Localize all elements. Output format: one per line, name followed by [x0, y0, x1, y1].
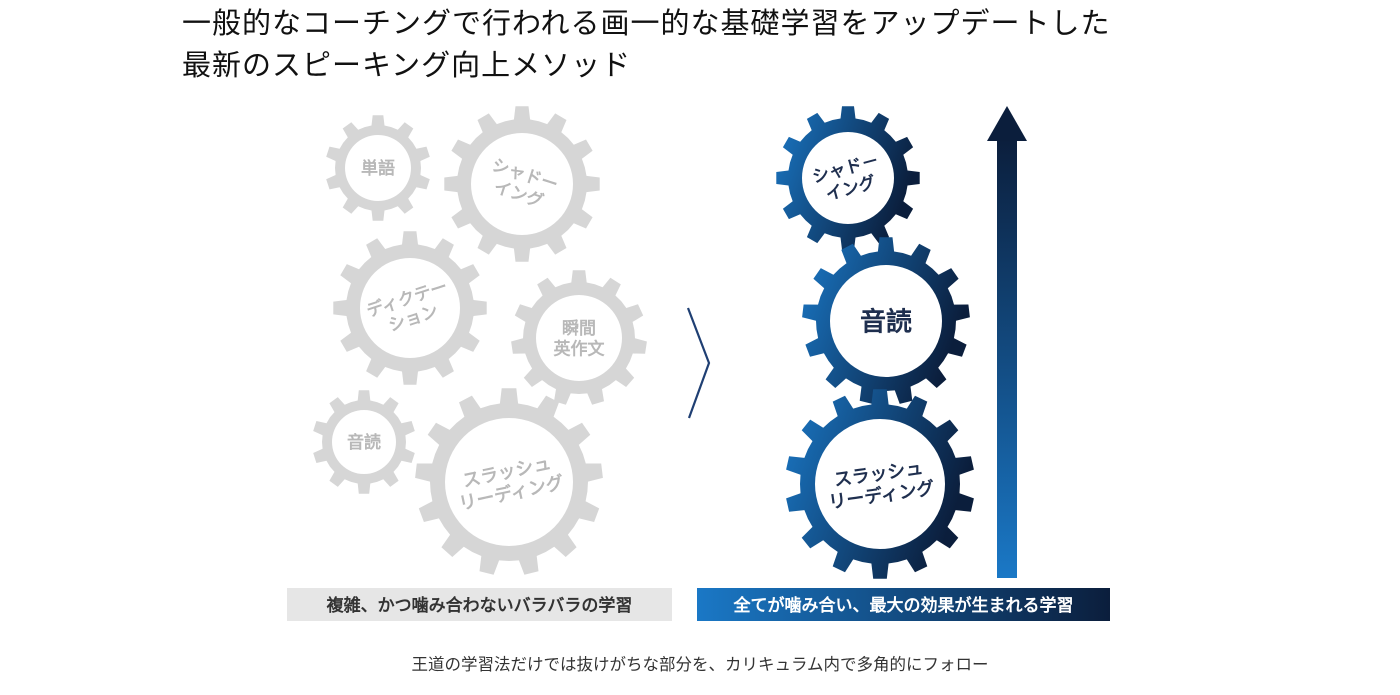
right-gear-2-label: 音読 — [860, 306, 912, 337]
left-gear-2-label: シャドーイング — [483, 155, 560, 214]
right-gear-2: 音読 — [802, 237, 970, 404]
heading-line-1: 一般的なコーチングで行われる画一的な基礎学習をアップデートした — [182, 6, 1111, 40]
right-gear-1-shape — [776, 106, 920, 250]
chevron-right-icon — [686, 307, 711, 419]
left-gear-3-label: ディクテーション — [364, 276, 457, 341]
left-gear-1-label: 単語 — [361, 158, 395, 179]
left-gear-3-shape — [333, 231, 487, 385]
left-gear-4-shape — [511, 270, 647, 405]
left-gear-6: スラッシュリーディング — [415, 388, 603, 575]
heading-line-2: 最新のスピーキング向上メソッド — [182, 48, 632, 82]
footer-note: 王道の学習法だけでは抜けがちな部分を、カリキュラム内で多角的にフォロー — [411, 655, 989, 674]
right-caption-box: 全てが噛み合い、最大の効果が生まれる学習 — [697, 588, 1110, 621]
left-gear-1-shape — [326, 115, 430, 221]
left-gear-1: 単語 — [326, 115, 430, 221]
left-gear-2: シャドーイング — [444, 106, 600, 262]
right-gear-1-label: シャド－イング — [810, 151, 886, 208]
left-gear-6-label: スラッシュリーディング — [453, 451, 566, 515]
left-gear-5-shape — [313, 390, 415, 494]
right-gear-3-shape — [786, 389, 974, 579]
left-caption-text: 複雑、かつ噛み合わないバラバラの学習 — [326, 595, 633, 616]
left-gear-4-label: 瞬間英作文 — [554, 318, 606, 359]
right-gear-3-label: スラッシュリーディング — [824, 456, 936, 513]
right-gear-1: シャド－イング — [776, 106, 920, 250]
page-heading: 一般的なコーチングで行われる画一的な基礎学習をアップデートした 最新のスピーキン… — [182, 2, 1111, 86]
left-gear-3: ディクテーション — [333, 231, 487, 385]
right-gear-3: スラッシュリーディング — [786, 389, 974, 579]
left-gear-5: 音読 — [313, 390, 415, 494]
left-gear-6-shape — [415, 388, 603, 575]
left-gear-5-label: 音読 — [347, 432, 381, 453]
left-gear-group: 単語 シャドーイングディクテーション瞬間英作文音読スラッシュリーディング — [313, 106, 647, 575]
left-caption-box: 複雑、かつ噛み合わないバラバラの学習 — [287, 588, 672, 621]
left-gear-2-shape — [444, 106, 600, 262]
right-caption-text: 全てが噛み合い、最大の効果が生まれる学習 — [733, 595, 1074, 616]
right-gear-2-shape — [802, 237, 970, 404]
up-arrow-icon — [987, 106, 1027, 578]
left-gear-4: 瞬間英作文 — [511, 270, 647, 405]
